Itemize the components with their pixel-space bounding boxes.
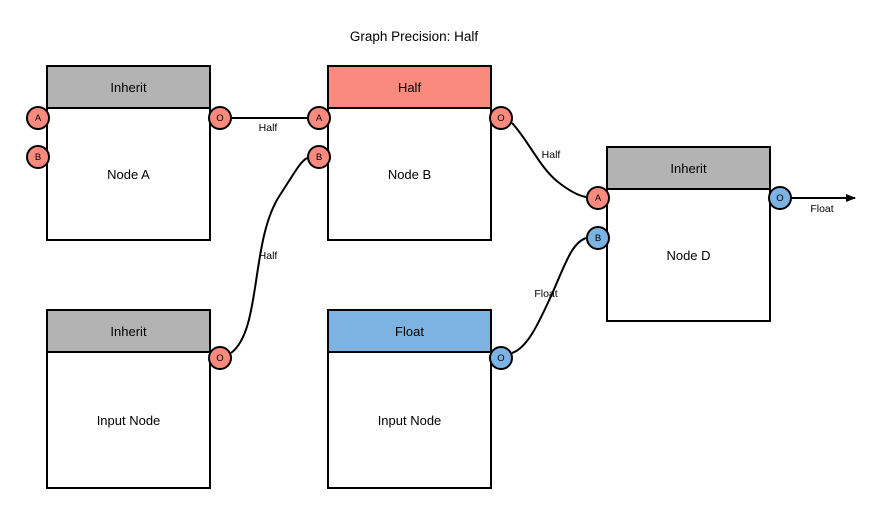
node-body-label: Node B bbox=[388, 167, 431, 182]
port-circle-b-icon bbox=[586, 226, 610, 250]
port-circle-a-icon bbox=[26, 106, 50, 130]
node-port[interactable]: B bbox=[26, 145, 50, 169]
port-label: A bbox=[35, 113, 42, 124]
node-header-label: Half bbox=[398, 80, 422, 95]
node-header-rect bbox=[46, 65, 211, 109]
graph-edge[interactable]: Float bbox=[791, 194, 856, 215]
port-circle-o-icon bbox=[208, 106, 232, 130]
node-header-label: Float bbox=[395, 324, 424, 339]
node-header-rect bbox=[327, 309, 492, 353]
graph-edge[interactable]: Half bbox=[230, 157, 308, 354]
port-circle-b-icon bbox=[307, 145, 331, 169]
node-header-rect bbox=[327, 65, 492, 109]
node-port[interactable]: A bbox=[307, 106, 331, 130]
node-port[interactable]: O bbox=[489, 106, 513, 130]
node-body-label: Node A bbox=[107, 167, 150, 182]
node-header-label: Inherit bbox=[110, 324, 147, 339]
node-header-label: Inherit bbox=[670, 161, 707, 176]
port-circle-o-icon bbox=[489, 346, 513, 370]
port-circle-o-icon bbox=[768, 186, 792, 210]
node-port[interactable]: O bbox=[208, 346, 232, 370]
edge-label: Float bbox=[810, 203, 833, 215]
edge-path bbox=[511, 237, 587, 354]
edge-label: Half bbox=[259, 122, 278, 134]
node-body-label: Node D bbox=[666, 248, 710, 263]
graph-edge[interactable]: Half bbox=[511, 122, 587, 198]
edge-label: Half bbox=[259, 250, 278, 262]
port-label: B bbox=[316, 152, 322, 163]
edge-label: Float bbox=[534, 288, 557, 300]
port-label: O bbox=[497, 113, 504, 124]
port-circle-b-icon bbox=[26, 145, 50, 169]
node-header-label: Inherit bbox=[110, 80, 147, 95]
port-label: O bbox=[497, 353, 504, 364]
port-label: O bbox=[216, 353, 223, 364]
graph-edge[interactable]: Float bbox=[511, 237, 587, 354]
node-port[interactable]: B bbox=[586, 226, 610, 250]
port-label: B bbox=[595, 233, 601, 244]
node-body-label: Input Node bbox=[378, 413, 442, 428]
port-label: O bbox=[216, 113, 223, 124]
port-circle-a-icon bbox=[586, 186, 610, 210]
node-header-rect bbox=[46, 309, 211, 353]
ports-layer: A B O A B O A B O O O bbox=[26, 106, 792, 370]
node-port[interactable]: O bbox=[768, 186, 792, 210]
port-label: A bbox=[316, 113, 323, 124]
port-label: B bbox=[35, 152, 41, 163]
node-port[interactable]: O bbox=[208, 106, 232, 130]
port-label: A bbox=[595, 193, 602, 204]
node-port[interactable]: A bbox=[26, 106, 50, 130]
node-port[interactable]: O bbox=[489, 346, 513, 370]
port-circle-a-icon bbox=[307, 106, 331, 130]
node-port[interactable]: A bbox=[586, 186, 610, 210]
graph-edge[interactable]: Half bbox=[232, 117, 307, 134]
edge-label: Half bbox=[542, 149, 561, 161]
edge-path bbox=[511, 122, 587, 198]
page-title: Graph Precision: Half bbox=[350, 29, 479, 44]
node-header-rect bbox=[606, 146, 771, 190]
port-circle-o-icon bbox=[208, 346, 232, 370]
node-body-label: Input Node bbox=[97, 413, 161, 428]
edge-path bbox=[230, 157, 308, 354]
port-circle-o-icon bbox=[489, 106, 513, 130]
port-label: O bbox=[776, 193, 783, 204]
node-port[interactable]: B bbox=[307, 145, 331, 169]
